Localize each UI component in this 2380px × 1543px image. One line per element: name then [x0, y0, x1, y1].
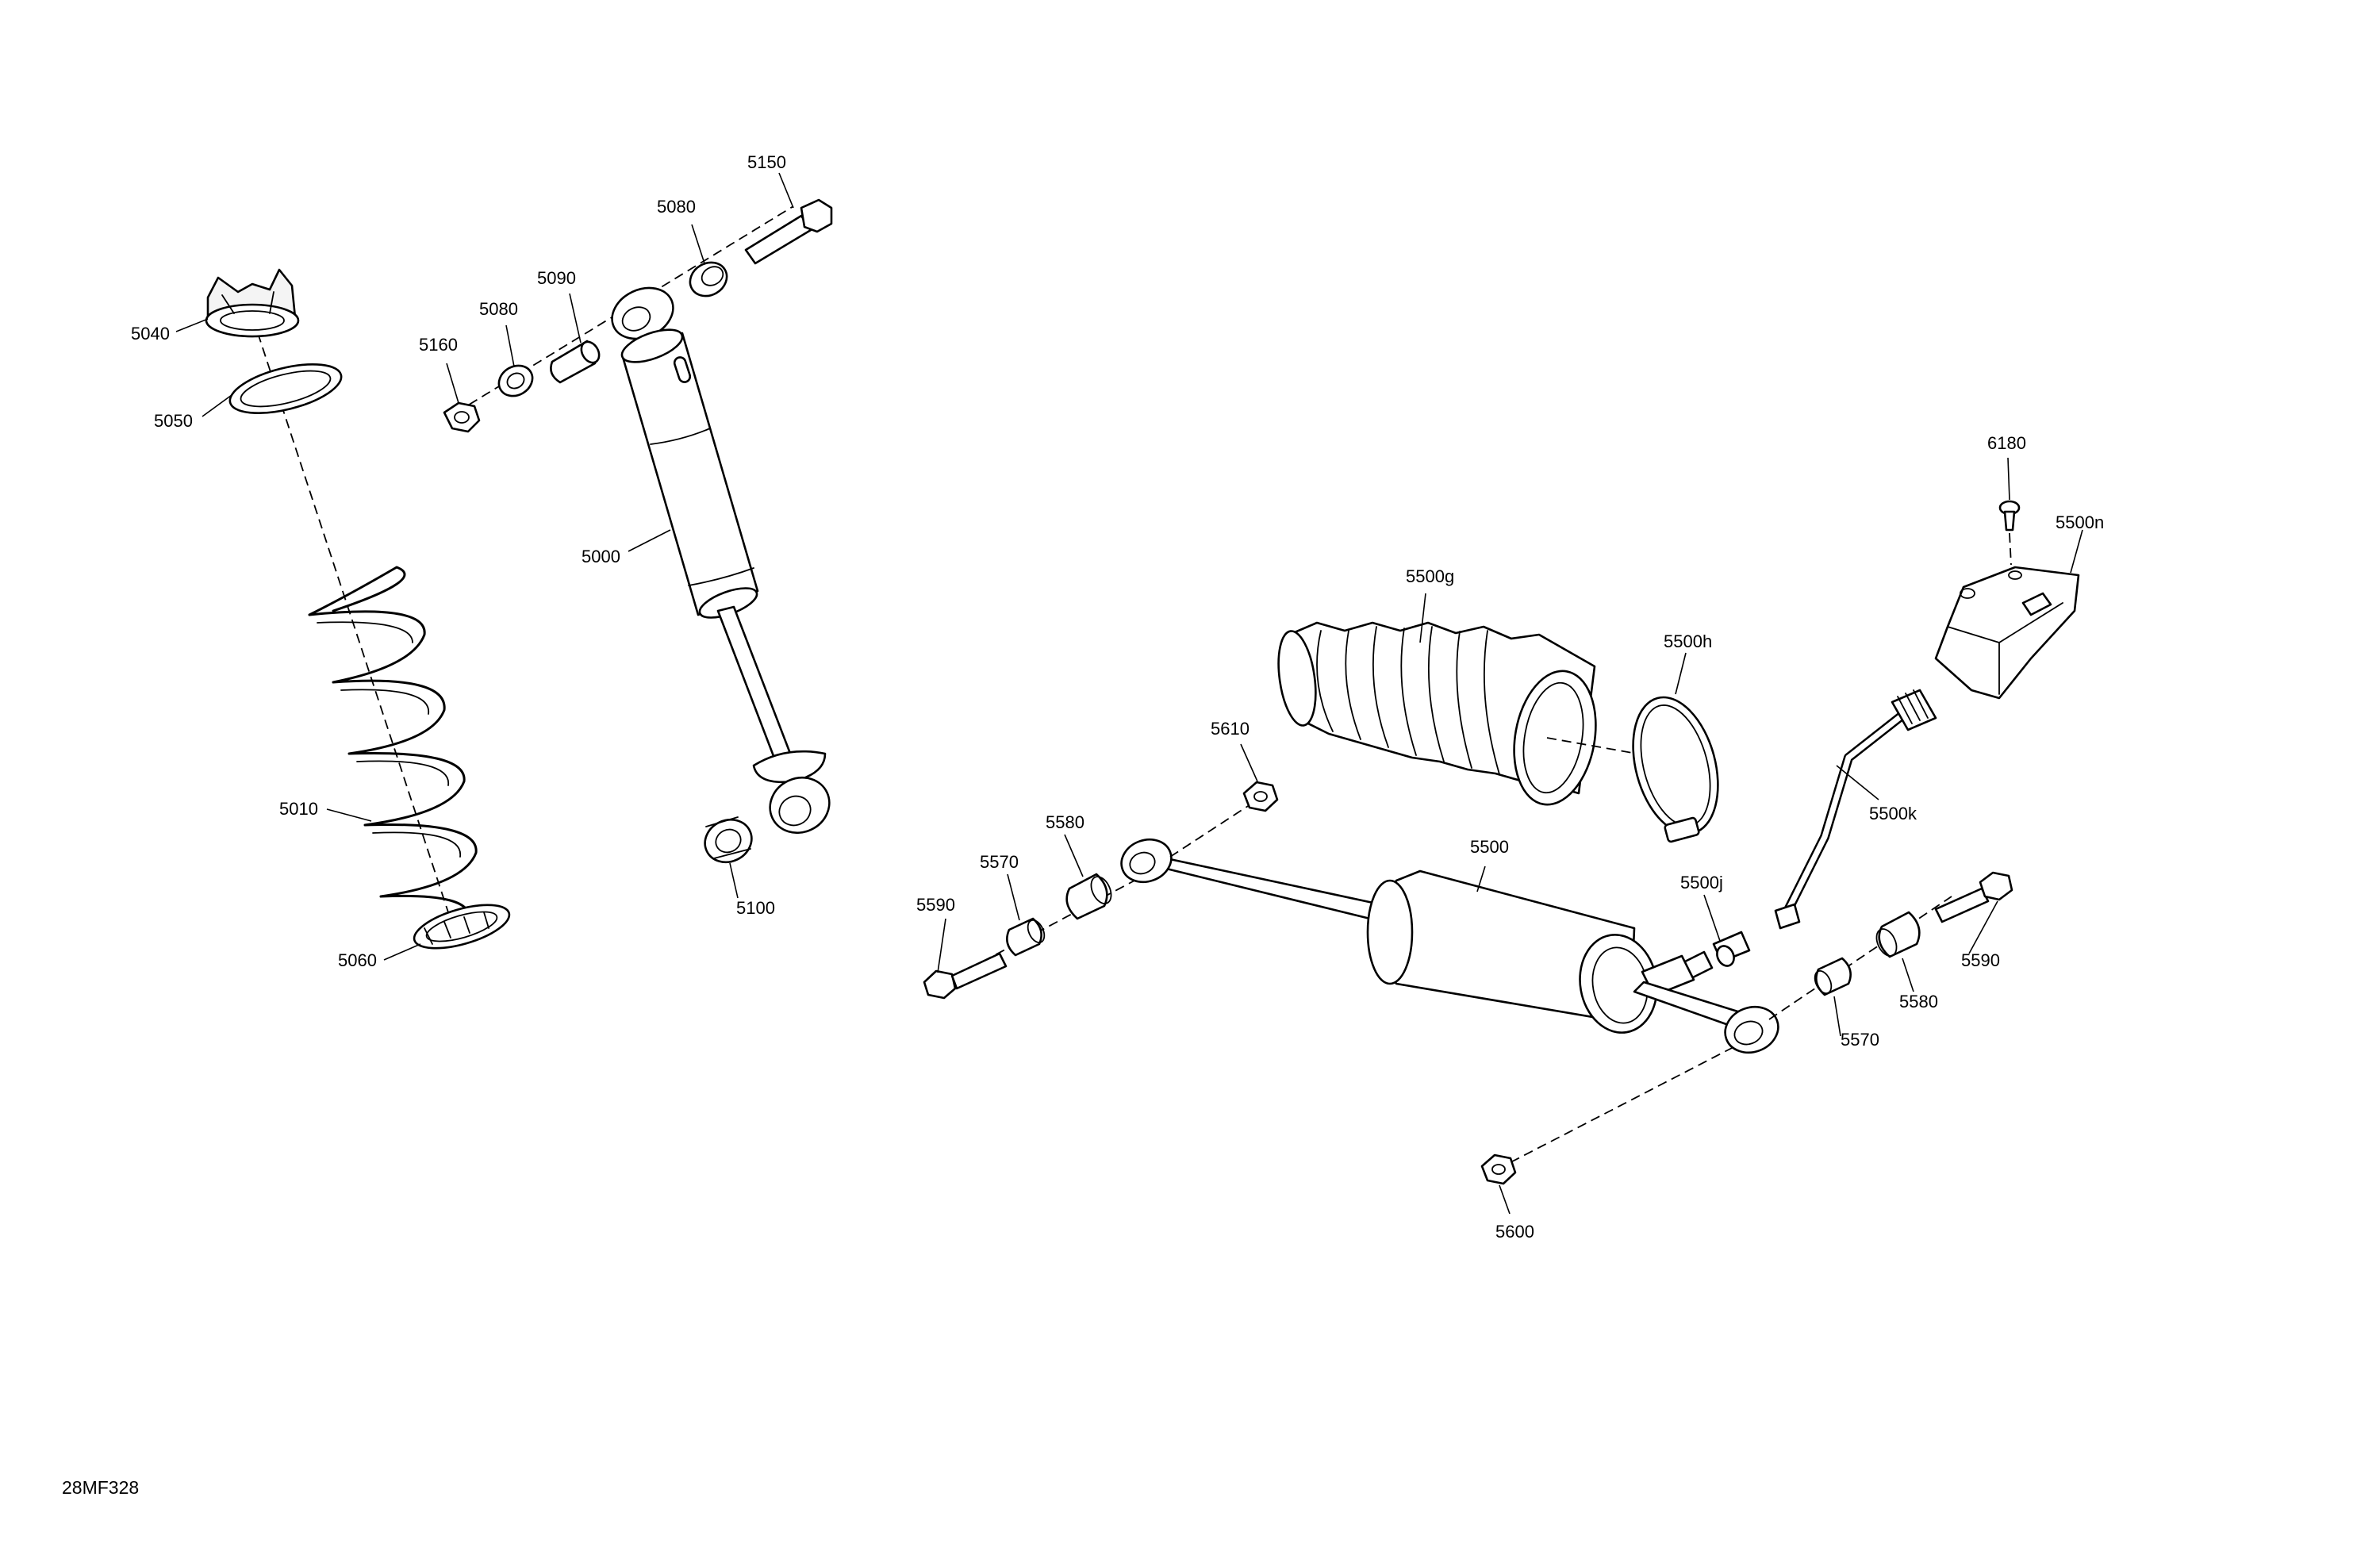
reservoir-hose[interactable] — [1774, 689, 1937, 930]
bushing-right[interactable] — [684, 256, 733, 303]
upper-spring-seat[interactable] — [205, 268, 300, 338]
callout-5100: 5100 — [736, 898, 775, 918]
callout-5000: 5000 — [582, 547, 620, 566]
sleeve-5570-right[interactable] — [1812, 957, 1852, 996]
nut-5600[interactable] — [1480, 1153, 1517, 1185]
reservoir-bracket[interactable] — [1934, 566, 2080, 700]
callout-5570-left: 5570 — [980, 852, 1019, 872]
bushing-left[interactable] — [493, 359, 538, 401]
bolt-5590-left[interactable] — [923, 952, 1008, 1000]
right-hardware-axis — [1495, 896, 1952, 1171]
callout-5040: 5040 — [131, 324, 170, 344]
callout-5500n: 5500n — [2056, 512, 2104, 532]
bellows-boot[interactable] — [1273, 621, 1606, 811]
callout-5050: 5050 — [154, 411, 193, 431]
sleeve-5570-left[interactable] — [1006, 917, 1047, 957]
coil-spring[interactable] — [308, 566, 478, 922]
callout-5010: 5010 — [279, 799, 318, 819]
spring-washer[interactable] — [225, 355, 346, 422]
callout-5150: 5150 — [747, 152, 786, 172]
bushing-5580-left[interactable] — [1065, 873, 1115, 920]
callout-5060: 5060 — [338, 950, 377, 970]
callout-6180: 6180 — [1987, 433, 2026, 453]
callout-5570-right: 5570 — [1841, 1030, 1879, 1050]
diagram-code: 28MF328 — [62, 1477, 140, 1498]
shock-lower-bushing[interactable] — [698, 812, 758, 869]
callout-5160: 5160 — [419, 335, 458, 355]
callout-5600: 5600 — [1495, 1222, 1534, 1242]
callout-5610: 5610 — [1211, 719, 1250, 739]
callout-5590-right: 5590 — [1961, 950, 2000, 970]
leader-lines — [175, 172, 2083, 1215]
bolt-5590-right[interactable] — [1934, 871, 2013, 923]
reservoir-shock[interactable] — [1115, 833, 1784, 1060]
callout-5500k: 5500k — [1869, 804, 1917, 823]
callout-5500j: 5500j — [1680, 873, 1723, 892]
shock-bolt[interactable] — [744, 198, 833, 265]
callout-5580-left: 5580 — [1046, 812, 1084, 832]
callout-5500h: 5500h — [1664, 631, 1712, 651]
callout-5090: 5090 — [537, 268, 576, 288]
bracket-screw[interactable] — [1998, 500, 2021, 532]
lower-spring-seat[interactable] — [409, 896, 513, 957]
hex-nut-small[interactable] — [443, 401, 481, 433]
callout-5500g: 5500g — [1406, 566, 1454, 586]
callout-5590-left: 5590 — [916, 895, 955, 915]
screw-axis — [2009, 532, 2012, 566]
sleeve[interactable] — [550, 339, 602, 384]
callout-labels: 5150 5080 5090 5080 5160 5040 5050 5000 … — [131, 152, 2104, 1242]
shock-absorber[interactable] — [604, 278, 839, 843]
callout-5500: 5500 — [1470, 837, 1509, 857]
callout-5580-right: 5580 — [1899, 992, 1938, 1011]
callout-5080-right: 5080 — [657, 197, 696, 217]
hose-clamp[interactable] — [1619, 688, 1732, 843]
nut-5610[interactable] — [1242, 781, 1279, 812]
callout-5080-left: 5080 — [479, 299, 518, 319]
bushing-5580-right[interactable] — [1872, 911, 1921, 959]
